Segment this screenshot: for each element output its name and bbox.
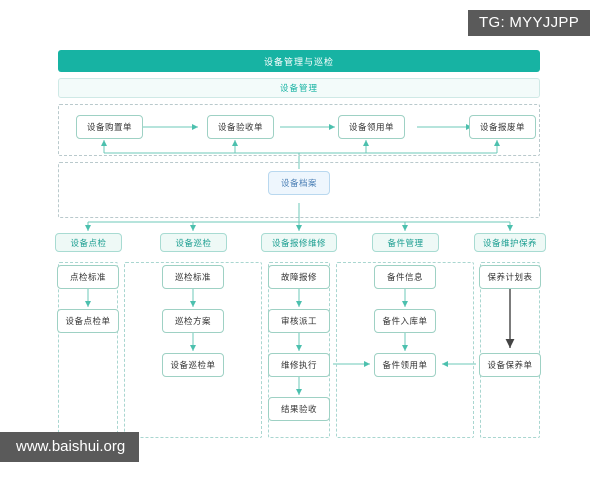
- column-region-3: [336, 262, 474, 438]
- column-header-4[interactable]: 设备维护保养: [474, 233, 546, 252]
- node-c2-1[interactable]: 审核派工: [268, 309, 330, 333]
- tag-badge: TG: MYYJJPP: [468, 10, 590, 36]
- node-c2-3[interactable]: 结果验收: [268, 397, 330, 421]
- node-c3-2[interactable]: 备件领用单: [374, 353, 436, 377]
- column-header-0[interactable]: 设备点检: [55, 233, 122, 252]
- node-lifecycle-2[interactable]: 设备领用单: [338, 115, 405, 139]
- column-header-2[interactable]: 设备报修维修: [261, 233, 337, 252]
- node-c3-0[interactable]: 备件信息: [374, 265, 436, 289]
- diagram-banner: 设备管理与巡检: [58, 50, 540, 72]
- node-c2-2[interactable]: 维修执行: [268, 353, 330, 377]
- archive-region: [58, 162, 540, 218]
- column-region-2: [268, 262, 330, 438]
- flow-diagram: 设备管理与巡检 设备管理 设备购置单 设备验收单 设备领用单 设备报废单 设备档…: [55, 50, 546, 438]
- node-c1-0[interactable]: 巡检标准: [162, 265, 224, 289]
- node-c2-0[interactable]: 故障报修: [268, 265, 330, 289]
- diagram-subbanner: 设备管理: [58, 78, 540, 98]
- node-c0-1[interactable]: 设备点检单: [57, 309, 119, 333]
- node-c4-0[interactable]: 保养计划表: [479, 265, 541, 289]
- column-region-4: [480, 262, 540, 438]
- node-c4-1[interactable]: 设备保养单: [479, 353, 541, 377]
- column-header-3[interactable]: 备件管理: [372, 233, 439, 252]
- site-watermark: www.baishui.org: [0, 432, 140, 462]
- column-header-1[interactable]: 设备巡检: [160, 233, 227, 252]
- connector-lines: [85, 124, 515, 395]
- node-c0-0[interactable]: 点检标准: [57, 265, 119, 289]
- node-lifecycle-1[interactable]: 设备验收单: [207, 115, 274, 139]
- column-region-1: [124, 262, 262, 438]
- node-c1-1[interactable]: 巡检方案: [162, 309, 224, 333]
- node-c3-1[interactable]: 备件入库单: [374, 309, 436, 333]
- node-lifecycle-0[interactable]: 设备购置单: [76, 115, 143, 139]
- lifecycle-region: [58, 104, 540, 156]
- node-c1-2[interactable]: 设备巡检单: [162, 353, 224, 377]
- node-archive[interactable]: 设备档案: [268, 171, 330, 195]
- node-lifecycle-3[interactable]: 设备报废单: [469, 115, 536, 139]
